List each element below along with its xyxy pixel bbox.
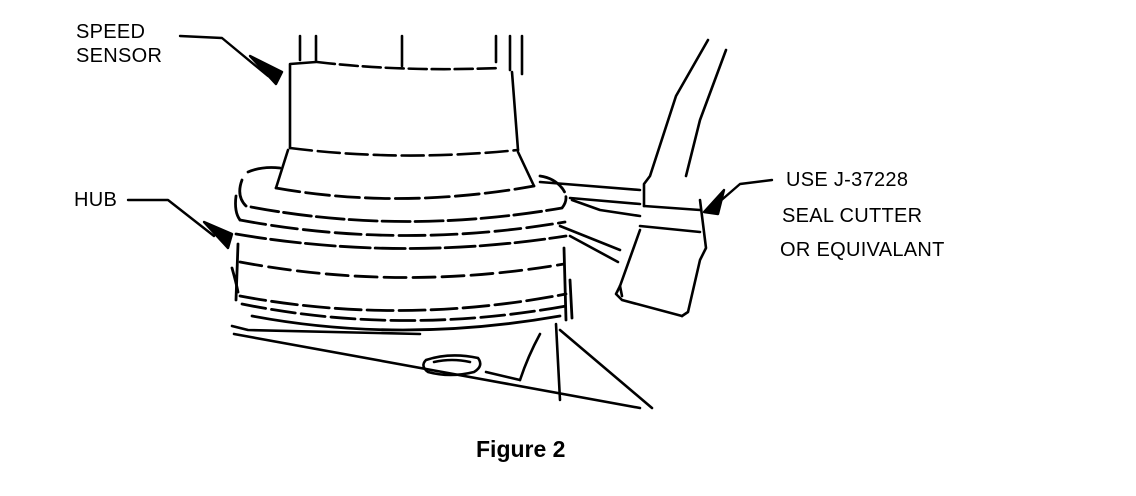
speed-sensor-label-line-2: SENSOR [76, 45, 163, 67]
hub-body [230, 166, 574, 332]
speed-sensor-label-line-1: SPEED [76, 21, 146, 43]
seal-cutter-tool [538, 38, 728, 318]
figure-caption: Figure 2 [476, 436, 566, 462]
tool-label-line-3: OR EQUIVALANT [780, 239, 945, 261]
lower-housing [230, 322, 654, 410]
tool-leader [702, 178, 774, 216]
hub-label: HUB [74, 189, 118, 211]
speed-sensor-body [274, 34, 536, 190]
speed-sensor-label: SPEED SENSOR [76, 20, 162, 68]
speed-sensor-leader [178, 34, 284, 86]
tool-label-line-2: SEAL CUTTER [782, 205, 923, 227]
hub-leader [126, 198, 234, 250]
tool-label-line-1: USE J-37228 [786, 169, 909, 191]
